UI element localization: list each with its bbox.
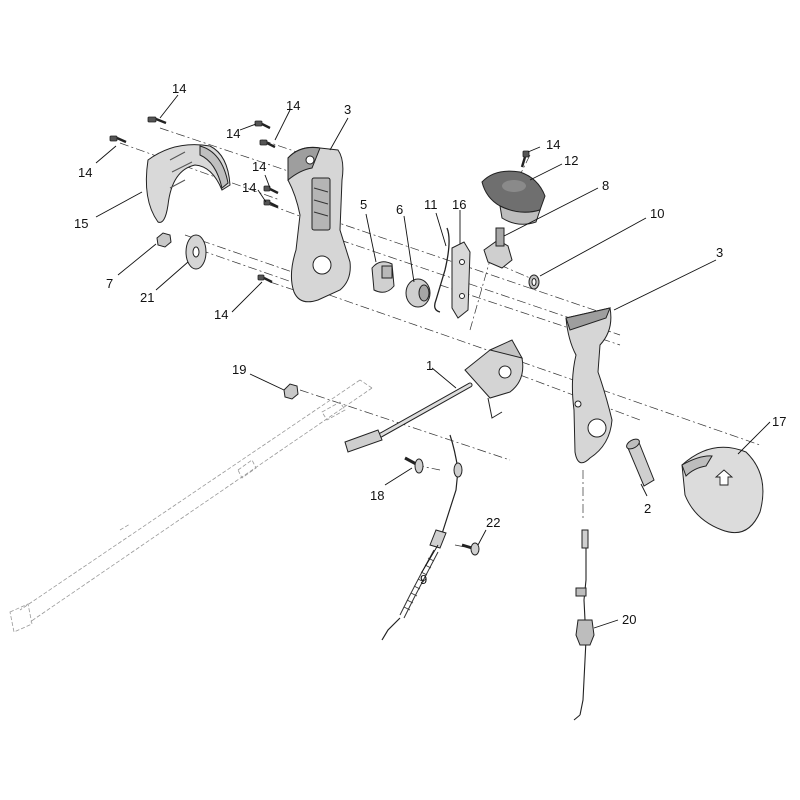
callout-14: 14 bbox=[214, 307, 228, 322]
callout-2: 2 bbox=[644, 501, 651, 516]
callout-16: 16 bbox=[452, 197, 466, 212]
screw-14-parts bbox=[109, 116, 530, 284]
assembly-centerlines bbox=[119, 127, 761, 549]
knob-part-12 bbox=[481, 170, 546, 225]
callout-22: 22 bbox=[486, 515, 500, 530]
screw-icon bbox=[520, 150, 530, 168]
callout-11: 11 bbox=[424, 197, 438, 212]
callout-14: 14 bbox=[546, 137, 560, 152]
callout-5: 5 bbox=[360, 197, 367, 212]
callout-1: 1 bbox=[426, 358, 433, 373]
callout-14: 14 bbox=[78, 165, 92, 180]
lever-part-8 bbox=[483, 227, 513, 269]
callout-19: 19 bbox=[232, 362, 246, 377]
right-cover-part-17 bbox=[681, 446, 764, 534]
callout-labels: 14 14 14 14 14 14 14 14 3 3 15 7 21 5 6 … bbox=[74, 81, 786, 627]
cam-part-5 bbox=[371, 261, 395, 293]
callout-21: 21 bbox=[140, 290, 154, 305]
screw-icon bbox=[259, 139, 276, 149]
bolt-part-22 bbox=[461, 542, 480, 556]
right-bracket-part-3 bbox=[565, 307, 613, 464]
callout-10: 10 bbox=[650, 206, 664, 221]
nut-part-7 bbox=[156, 232, 172, 248]
callout-6: 6 bbox=[396, 202, 403, 217]
pin-part-2 bbox=[626, 438, 655, 487]
handle-frame-ghost bbox=[9, 379, 373, 633]
spring-part-10 bbox=[528, 274, 540, 290]
nut-part-19 bbox=[283, 383, 299, 400]
screw-icon bbox=[257, 274, 273, 284]
screw-icon bbox=[254, 120, 271, 130]
left-cover-part-15 bbox=[145, 144, 231, 223]
callout-15: 15 bbox=[74, 216, 88, 231]
shift-arm-part-1 bbox=[344, 339, 524, 453]
callout-9: 9 bbox=[420, 572, 427, 587]
callout-18: 18 bbox=[370, 488, 384, 503]
screw-icon bbox=[263, 185, 279, 195]
leader-lines bbox=[95, 94, 771, 629]
callout-12: 12 bbox=[564, 153, 578, 168]
cable-part-20 bbox=[573, 529, 595, 721]
screw-icon bbox=[147, 116, 167, 125]
callout-8: 8 bbox=[602, 178, 609, 193]
callout-14: 14 bbox=[252, 159, 266, 174]
spring-part-11 bbox=[434, 227, 450, 313]
callout-20: 20 bbox=[622, 612, 636, 627]
callout-3: 3 bbox=[344, 102, 351, 117]
washer-part-21 bbox=[185, 234, 207, 270]
left-bracket-part-3 bbox=[287, 147, 351, 303]
callout-17: 17 bbox=[772, 414, 786, 429]
screw-icon bbox=[109, 135, 127, 144]
callout-7: 7 bbox=[106, 276, 113, 291]
callout-14: 14 bbox=[226, 126, 240, 141]
plate-part-16 bbox=[451, 241, 471, 319]
callout-14: 14 bbox=[172, 81, 186, 96]
callout-14: 14 bbox=[286, 98, 300, 113]
callout-3: 3 bbox=[716, 245, 723, 260]
screw-icon bbox=[263, 199, 279, 209]
cable-part-9 bbox=[381, 434, 463, 641]
bolt-part-18 bbox=[404, 456, 424, 474]
cam-part-6 bbox=[405, 278, 431, 308]
callout-14: 14 bbox=[242, 180, 256, 195]
